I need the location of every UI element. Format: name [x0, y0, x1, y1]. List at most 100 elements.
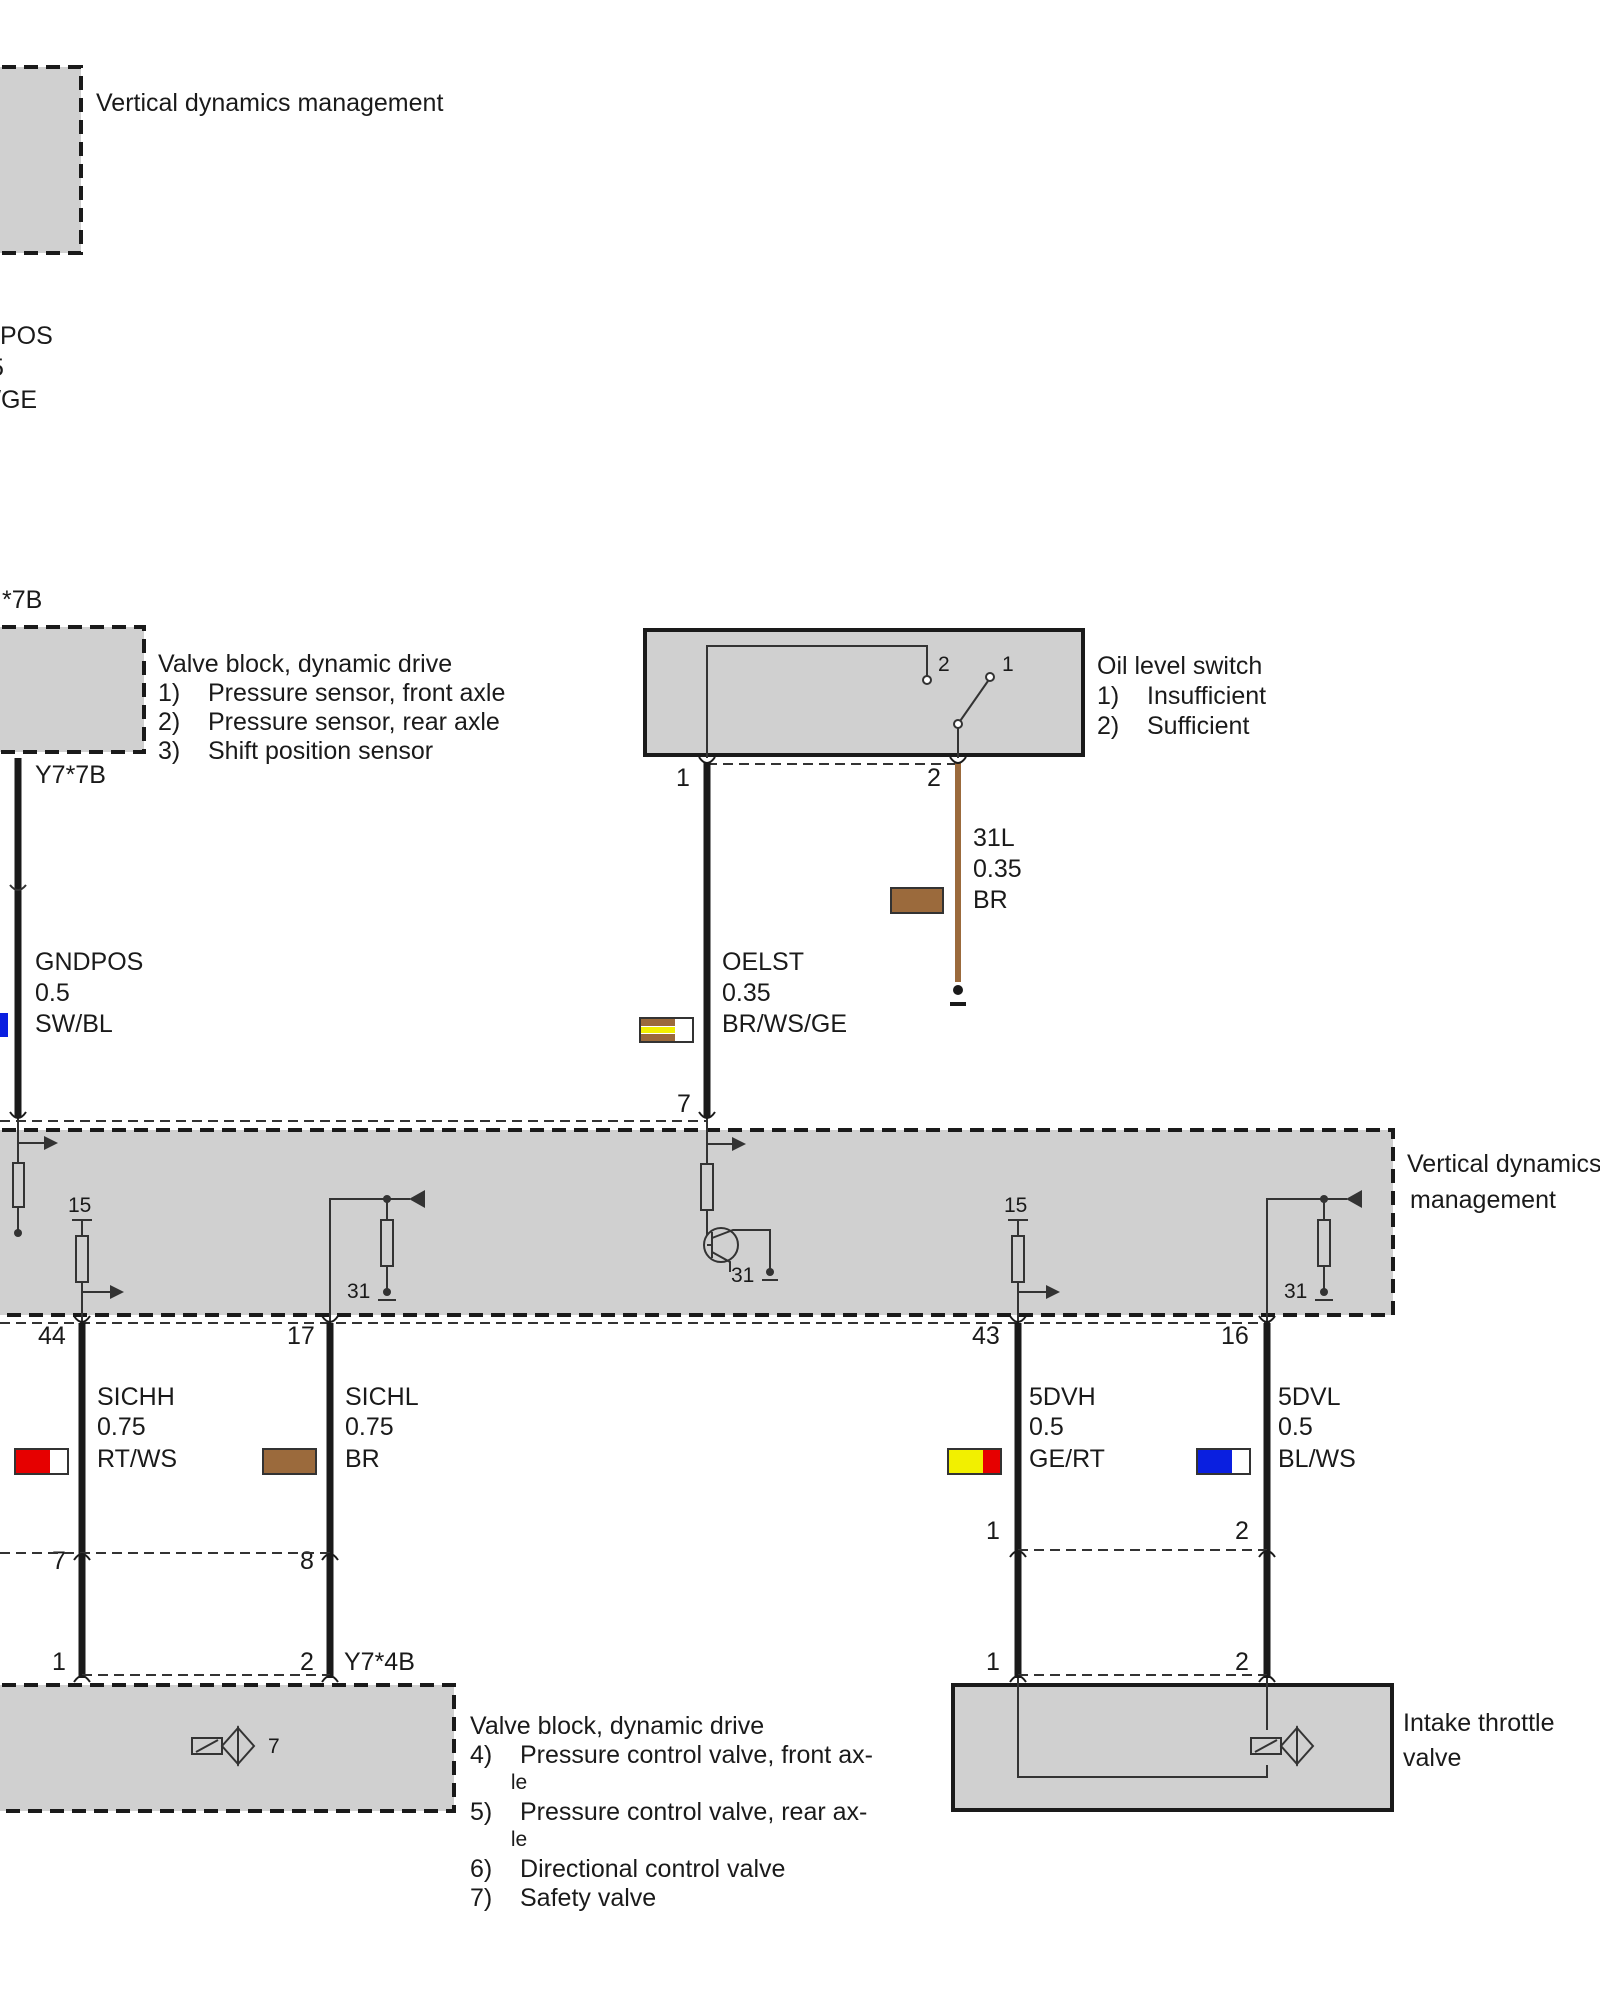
intake-throttle-title-line1: Intake throttle [1403, 1709, 1554, 1737]
wire-oelst: OELST 0.35 BR/WS/GE 7 [639, 762, 847, 1118]
ground-31-label-c: 31 [1284, 1280, 1307, 1303]
wire-5dvl: 16 5DVL 0.5 BL/WS 2 2 [1196, 1322, 1356, 1678]
wire-5dvh-name: 5DVH [1029, 1383, 1096, 1411]
wire-sichh-vdm-pin: 44 [38, 1322, 66, 1350]
vdm-main-title-line1: Vertical dynamics [1407, 1150, 1600, 1178]
wire-oelst-color: BR/WS/GE [722, 1010, 847, 1038]
vdm-main-box [0, 1128, 1395, 1317]
wire-5dvl-color-swatch [1196, 1448, 1251, 1475]
oil-switch-internal-wire [706, 645, 928, 758]
wire-sichl-vdm-pin: 17 [287, 1322, 315, 1350]
connector-arcs [9, 756, 1276, 1683]
vdm-internal-oelst: 31 [700, 1118, 778, 1287]
wire-sichh-color: RT/WS [97, 1445, 177, 1473]
wire-sichl-mid-pin: 8 [300, 1547, 314, 1575]
wire-5dvl-vdm-pin: 16 [1221, 1322, 1249, 1350]
vdm-top-box [0, 65, 83, 255]
wire-label-top-left: POS 5 /GE [0, 322, 53, 414]
wire-oelst-size: 0.35 [722, 979, 771, 1007]
wire-sichh-mid-pin: 7 [52, 1547, 66, 1575]
wire-31l: 31L 0.35 BR [890, 762, 1022, 1006]
wire-5dvh-color-swatch [947, 1448, 1002, 1475]
wire-5dvh-vdm-pin: 43 [972, 1322, 1000, 1350]
intake-throttle-box [951, 1683, 1394, 1812]
oil-level-switch-item-1: 1) Insufficient [1097, 682, 1266, 710]
wire-oelst-name: OELST [722, 948, 804, 976]
oil-switch-pin-1: 1 [676, 764, 690, 792]
oil-switch-pin-label-2: 2 [938, 653, 950, 676]
valve-block-actuators-item-4: 4) Pressure control valve, front ax- [470, 1741, 873, 1769]
wire-5dvh-throttle-pin: 1 [986, 1648, 1000, 1676]
wire-sichl: 17 SICHL 0.75 BR 8 2 [262, 1322, 419, 1678]
wire-sichh-color-swatch [14, 1448, 69, 1475]
valve-block-actuators-item-7: 7) Safety valve [470, 1884, 656, 1912]
wire-sichh-valve-pin: 1 [52, 1648, 66, 1676]
vdm-main-title-line2: management [1410, 1186, 1556, 1214]
wire-oelst-color-swatch [639, 1017, 694, 1043]
valve-block-sensors-item-1: 1) Pressure sensor, front axle [158, 679, 505, 707]
wire-sichl-color-swatch [262, 1448, 317, 1475]
valve-block-actuators: Y7*4B 7 Valve block, dynamic drive 4) Pr… [0, 1648, 873, 1912]
wire-sichh-size: 0.75 [97, 1413, 146, 1441]
intake-throttle-internal-wire [1017, 1678, 1268, 1778]
intake-throttle-valve: Intake throttle valve [951, 1678, 1554, 1812]
terminal-15-label-a: 15 [68, 1194, 91, 1217]
valve-block-sensors-connector-top: *7B [2, 586, 42, 614]
valve-block-actuators-item-5: 5) Pressure control valve, rear ax- [470, 1798, 867, 1826]
wire-gndpos-name: GNDPOS [35, 948, 143, 976]
vdm-internal-gndpos [12, 1118, 58, 1237]
wire-sichl-valve-pin: 2 [300, 1648, 314, 1676]
oil-switch-pin-2: 2 [927, 764, 941, 792]
wire-5dvl-color: BL/WS [1278, 1445, 1356, 1473]
throttle-solenoid-icon [1250, 1725, 1315, 1767]
valve-block-sensors-item-2: 2) Pressure sensor, rear axle [158, 708, 500, 736]
valve-block-actuators-box [0, 1683, 456, 1813]
oil-switch-pin-label-1: 1 [1002, 653, 1014, 676]
vdm-top-component: Vertical dynamics management [0, 65, 443, 255]
ground-31-label-b: 31 [731, 1264, 754, 1287]
wire-5dvh-mid-pin: 1 [986, 1517, 1000, 1545]
wire-sichl-name: SICHL [345, 1383, 419, 1411]
vdm-main-component: Vertical dynamics management 15 [0, 1118, 1600, 1324]
valve-block-actuators-item-4-cont: le [470, 1771, 527, 1794]
wire-top-left-size: 5 [0, 354, 4, 382]
oil-level-switch-title: Oil level switch [1097, 652, 1262, 680]
oil-switch-contact-1 [985, 672, 995, 682]
wire-5dvl-size: 0.5 [1278, 1413, 1313, 1441]
wire-sichh: 44 SICHH 0.75 RT/WS 7 1 [14, 1322, 177, 1678]
valve-block-actuators-connector: Y7*4B [344, 1648, 415, 1676]
valve-block-actuators-title: Valve block, dynamic drive [470, 1712, 764, 1740]
wire-top-left-name: POS [0, 322, 53, 350]
wire-31l-size: 0.35 [973, 855, 1022, 883]
oil-level-switch-item-2: 2) Sufficient [1097, 712, 1249, 740]
oil-switch-contact-2 [922, 675, 932, 685]
intake-throttle-title-line2: valve [1403, 1744, 1461, 1772]
wire-gndpos-connector-mark [9, 884, 27, 891]
wire-5dvl-throttle-pin: 2 [1235, 1648, 1249, 1676]
ground-31-label-a: 31 [347, 1280, 370, 1303]
wire-5dvh-color: GE/RT [1029, 1445, 1105, 1473]
wire-sichl-color: BR [345, 1445, 380, 1473]
wire-31l-color: BR [973, 886, 1008, 914]
oil-switch-pivot [953, 719, 963, 729]
valve-block-sensors-title: Valve block, dynamic drive [158, 650, 452, 678]
wire-31l-color-swatch [890, 887, 944, 914]
wire-5dvh: 43 5DVH 0.5 GE/RT 1 1 [947, 1322, 1105, 1678]
valve-block-actuators-item-6: 6) Directional control valve [470, 1855, 785, 1883]
wire-5dvl-mid-pin: 2 [1235, 1517, 1249, 1545]
oil-level-switch-box [643, 628, 1085, 757]
valve-block-actuators-item-5-cont: le [470, 1828, 527, 1851]
wire-5dvl-name: 5DVL [1278, 1383, 1341, 1411]
wire-top-left-color: /GE [0, 386, 37, 414]
oil-level-switch: 2 1 Oil level switch 1) Insufficient 2) … [643, 628, 1266, 792]
wire-sichl-size: 0.75 [345, 1413, 394, 1441]
vdm-internal-5dvl: 31 [1266, 1190, 1362, 1323]
valve-block-sensors-connector: Y7*7B [35, 761, 106, 789]
wire-oelst-vdm-pin: 7 [677, 1090, 691, 1118]
vdm-internal-sichl: 31 [329, 1190, 425, 1323]
vdm-internal-5dvh: 15 [1004, 1194, 1060, 1323]
wire-sichh-name: SICHH [97, 1383, 175, 1411]
solenoid-valve-icon [191, 1725, 256, 1767]
valve-number-label: 7 [268, 1735, 280, 1758]
valve-block-sensors-box [0, 625, 146, 754]
